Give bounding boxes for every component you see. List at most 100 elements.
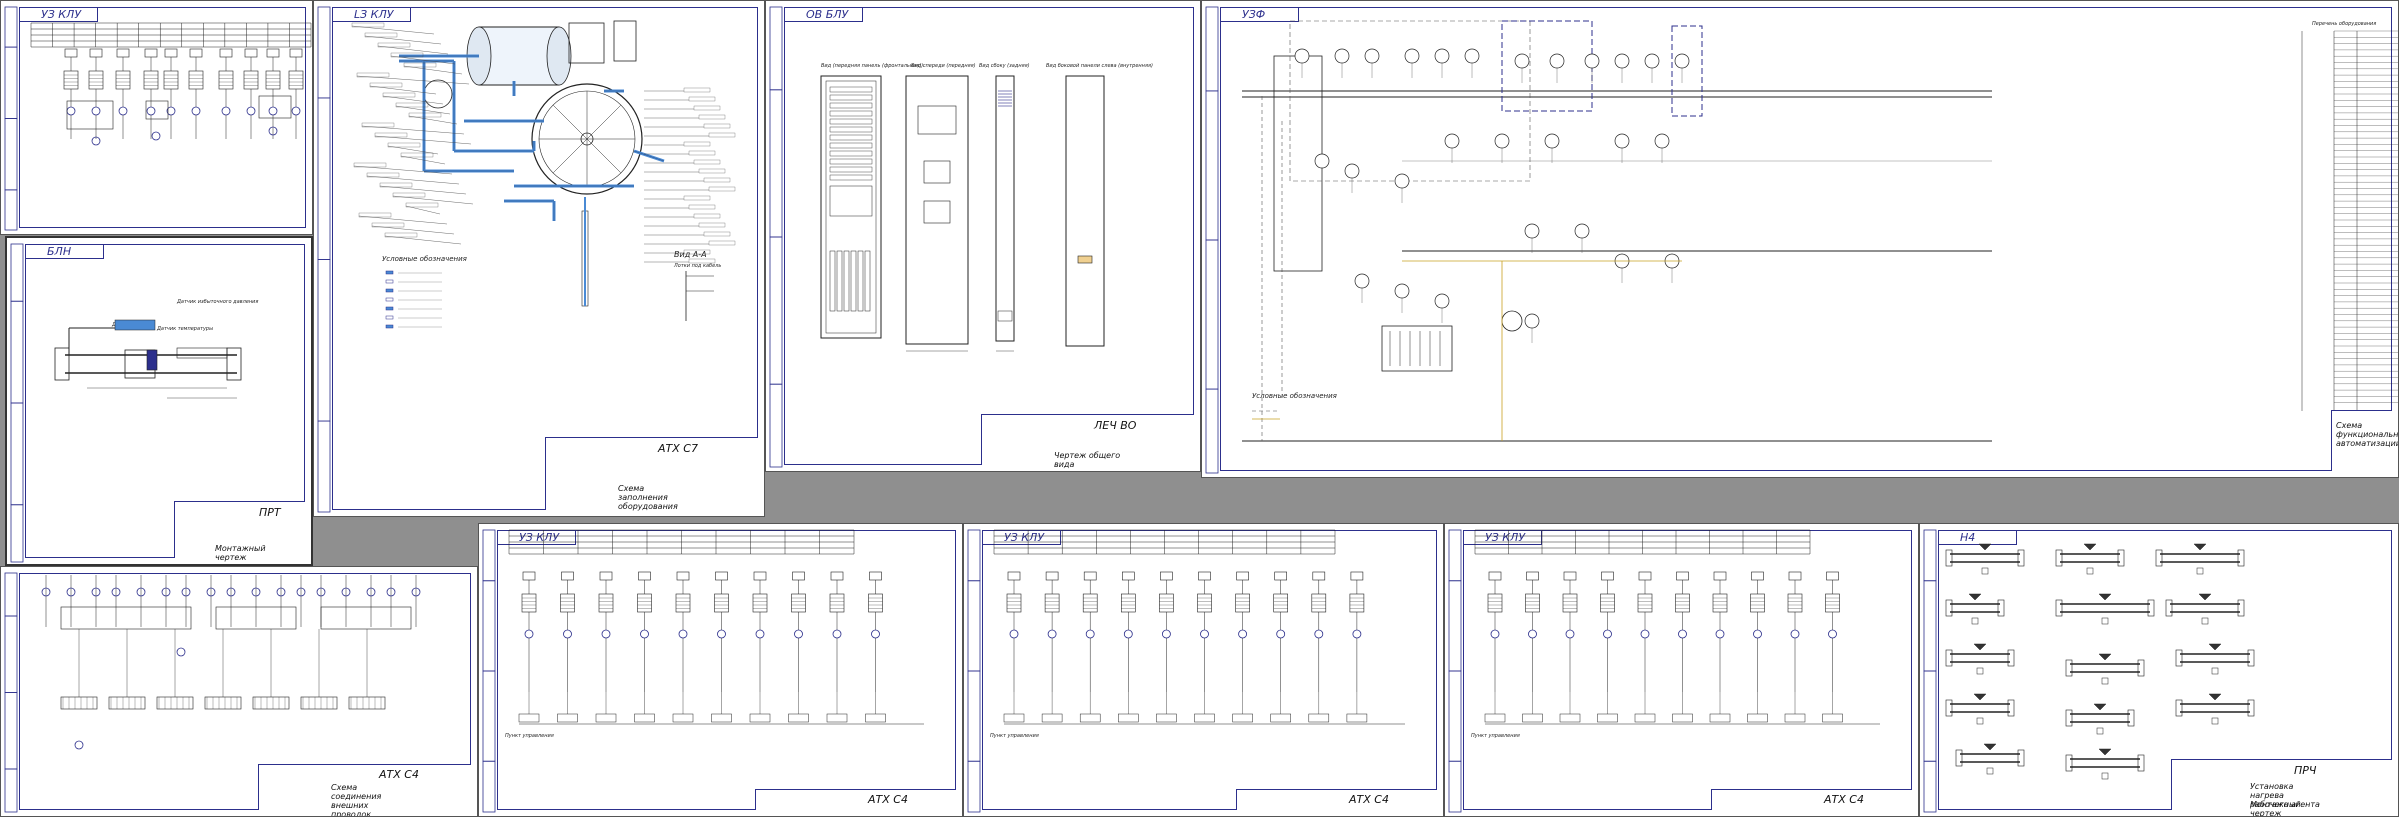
- terminal-box: [1600, 593, 1615, 613]
- instrument-circle: [118, 106, 128, 116]
- title-block-title: Схема соединения внешних проводок: [331, 783, 382, 817]
- flange: [2017, 549, 2025, 567]
- cabinet-front: [820, 75, 882, 339]
- leader-line: [392, 195, 474, 205]
- leader-label: [403, 62, 437, 68]
- instrument-circle: [291, 106, 301, 116]
- terminal-box: [1044, 593, 1060, 613]
- vessel-hub: [580, 132, 594, 146]
- sheet-uz-klu-4[interactable]: УЗ КЛУ Пункт управления АТХ С4: [1444, 523, 1919, 817]
- sheet-code: УЗ КЛУ: [41, 8, 82, 21]
- gauge-base: [1976, 717, 1984, 725]
- sheet-uz-klu-2[interactable]: УЗ КЛУ Пункт управления АТХ С4: [478, 523, 963, 817]
- terminal-block: [1484, 713, 1506, 723]
- instrument-circle: [276, 587, 286, 597]
- valve-symbol: [2098, 653, 2112, 661]
- terminal-box: [63, 70, 79, 90]
- margin-cell: [482, 670, 496, 762]
- terminal-box: [521, 593, 537, 613]
- flange: [2237, 599, 2245, 617]
- leader-line: [400, 155, 446, 165]
- gauge-base: [1981, 567, 1989, 575]
- legend-swatch: [385, 315, 394, 320]
- valve-symbol: [2093, 703, 2107, 711]
- margin-cell: [4, 768, 18, 813]
- margin-cell: [1448, 580, 1462, 672]
- device-box: [164, 48, 178, 58]
- margin-cell: [1923, 670, 1937, 762]
- sheet-uz-klu-3[interactable]: УЗ КЛУ Пункт управления АТХ С4: [963, 523, 1444, 817]
- wiring-diagram: [4, 6, 312, 231]
- sheet-atx-c4-left[interactable]: АТХ С4 Схема соединения внешних проводок: [0, 566, 478, 817]
- sheet-n4-heater-mounting[interactable]: Н4 ПРЧ Установка нагрева рабочего агента…: [1919, 523, 2399, 817]
- terminal-box: [1712, 593, 1728, 613]
- instrument-circle: [1790, 629, 1800, 639]
- instrument-bubble: [1334, 48, 1350, 64]
- sheet-ov-blu-general-view[interactable]: ОВ БЛУ Вид (передняя панель (фронтальная…: [765, 0, 1201, 472]
- legend-swatch: [385, 270, 394, 275]
- margin-cell: [4, 46, 18, 119]
- gauge-base: [2211, 717, 2219, 725]
- instrument-bubble: [1514, 53, 1530, 69]
- device-box: [1236, 571, 1249, 581]
- junction-box: [320, 606, 412, 630]
- terminal-box: [288, 70, 304, 90]
- terminal-box: [115, 70, 131, 90]
- valve-symbol: [1973, 643, 1987, 651]
- terminal-box: [1311, 593, 1327, 613]
- terminal-block: [300, 696, 338, 710]
- leader-label: [408, 112, 442, 118]
- instrument-circle: [1123, 629, 1133, 639]
- margin-cell: [317, 97, 331, 260]
- margin-cell: [769, 236, 783, 385]
- valve-symbol: [1978, 543, 1992, 551]
- instrument-bubble: [1584, 53, 1600, 69]
- junction-box: [66, 100, 114, 130]
- instrument-bubble: [1614, 53, 1630, 69]
- margin-cell: [10, 504, 24, 563]
- device-box: [189, 48, 203, 58]
- leader-label: [395, 102, 429, 108]
- din-rail: [829, 134, 873, 141]
- view-sublabel: Лотки под кабель: [673, 263, 721, 269]
- flange: [2247, 649, 2255, 667]
- instrument-bubble: [1544, 133, 1560, 149]
- terminal-box: [752, 593, 768, 613]
- instrument-circle: [717, 629, 726, 639]
- terminal-block: [865, 713, 886, 723]
- flange: [2237, 549, 2245, 567]
- flange: [2175, 649, 2183, 667]
- vessel-spoke: [586, 138, 622, 174]
- margin-cell: [1448, 529, 1462, 582]
- terminal-block: [826, 713, 848, 723]
- instrument-circle: [1047, 629, 1057, 639]
- side-module: [1077, 255, 1093, 264]
- legend-swatch: [385, 324, 394, 329]
- leader-line: [366, 175, 460, 185]
- terminal-block: [1194, 713, 1215, 723]
- title-block-code: АТХ С4: [1349, 793, 1389, 806]
- vessel-spoke: [552, 138, 588, 174]
- cabinet-front-view: [905, 75, 969, 345]
- leader-line: [364, 35, 442, 45]
- flange: [1945, 599, 1953, 617]
- device-box: [289, 48, 303, 58]
- cabinet-inner: [825, 80, 877, 334]
- din-rail: [829, 118, 873, 125]
- junction-box: [60, 606, 192, 630]
- leader-label: [703, 231, 731, 237]
- gauge-base: [2196, 567, 2204, 575]
- gauge-base: [2101, 677, 2109, 685]
- instrument-circle: [91, 106, 101, 116]
- vessel-spoke: [552, 104, 588, 140]
- instrument-bubble: [1354, 273, 1370, 289]
- margin-cell: [967, 760, 981, 813]
- title-block-title: Чертеж общего вида: [1054, 451, 1121, 469]
- instrument-circle: [832, 629, 842, 639]
- device-box: [715, 571, 728, 581]
- sheet-uz-klu-top-left[interactable]: УЗ КЛУ: [0, 0, 313, 235]
- flange: [2007, 699, 2015, 717]
